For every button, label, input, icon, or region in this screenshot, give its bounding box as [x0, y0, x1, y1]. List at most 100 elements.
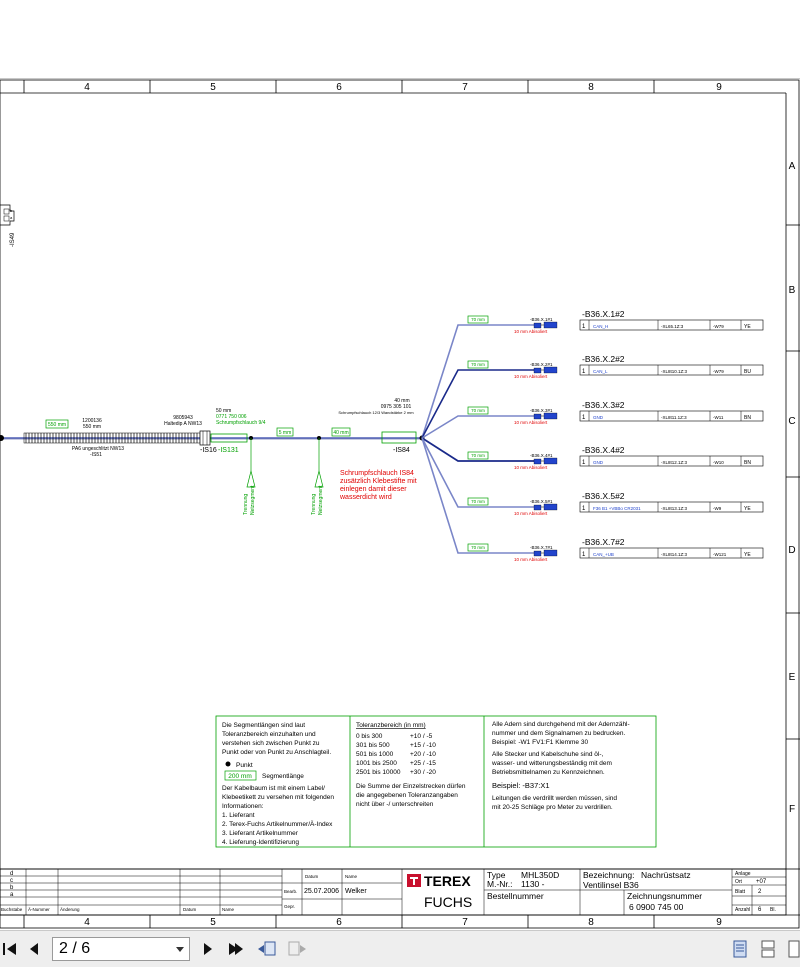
segment-length-box: 40 mm [333, 430, 348, 436]
svg-text:Betriebsmittelnamen zu Kennzei: Betriebsmittelnamen zu Kennzeichnen. [492, 769, 605, 776]
first-page-button[interactable] [0, 939, 20, 959]
strip-length-note: 10 mm Abisoliert [514, 511, 548, 516]
strip-length-note: 10 mm Abisoliert [514, 420, 548, 425]
terminal-ref: -XL8t12.1Z:3 [661, 460, 688, 465]
go-back-view-button[interactable] [256, 939, 276, 959]
terminal-shape [543, 366, 558, 374]
signal-name: F36 B1 +VBBo CR2031 [593, 506, 641, 511]
svg-text:TEREX: TEREX [424, 873, 471, 889]
single-page-view-button[interactable] [730, 939, 750, 959]
strip-length-note: 10 mm Abisoliert [514, 465, 548, 470]
svg-text:Nachrüstsatz: Nachrüstsatz [641, 870, 691, 880]
svg-text:4. Lieferung-Identifizierung: 4. Lieferung-Identifizierung [222, 839, 299, 846]
column-label: 7 [462, 82, 468, 93]
branch-1: 70 mm-B36.X.1#110 mm Abisoliert-B36.X.1#… [467, 309, 764, 334]
wire-color: YE [744, 552, 751, 558]
svg-text:Bezeichnung:: Bezeichnung: [583, 870, 635, 880]
svg-text:Toleranzbereich einzuhalten un: Toleranzbereich einzuhalten und [222, 731, 316, 738]
last-page-button[interactable] [226, 939, 246, 959]
terminal-shape [533, 504, 542, 511]
notes-right: Alle Adern sind durchgehend mit der Ader… [491, 721, 630, 811]
main-harness [0, 430, 425, 488]
terminal-shape [533, 322, 542, 329]
wire-ref: -W79 [713, 369, 724, 374]
terminal-ref: -XL8t10.1Z:3 [661, 369, 688, 374]
branch-length: 70 mm [471, 317, 485, 322]
wire-color: BN [744, 415, 751, 421]
svg-text:Segmentlänge: Segmentlänge [262, 773, 304, 780]
branch-wires [421, 324, 534, 554]
column-label: 6 [336, 82, 342, 93]
facing-view-button[interactable] [784, 939, 800, 959]
connector-label: -IS16 [200, 447, 217, 454]
column-label: 8 [588, 82, 594, 93]
svg-text:Beispiel: -B37:X1: Beispiel: -B37:X1 [492, 781, 550, 790]
svg-text:mit 20-25 Schläge pro Meter zu: mit 20-25 Schläge pro Meter zu verdrille… [492, 804, 613, 811]
branch-4: 70 mm-B36.X.4#110 mm Abisoliert-B36.X.4#… [467, 445, 764, 470]
svg-text:Bl.: Bl. [770, 907, 776, 913]
terminal-shape [543, 457, 558, 465]
svg-text:verstehen sich zwischen Punkt: verstehen sich zwischen Punkt zu [222, 740, 320, 747]
strip-length-note: 10 mm Abisoliert [514, 374, 548, 379]
title-block: d c b a Buchstabe Ä-Nummer Änderung Datu… [0, 868, 800, 916]
wire-ref: -W121 [713, 552, 727, 557]
signal-name: CAN_+UB [593, 552, 614, 557]
svg-text:Zeichnungsnummer: Zeichnungsnummer [627, 891, 702, 901]
svg-text:c: c [10, 878, 13, 884]
part-description: Haltedip A NW13 [164, 421, 202, 427]
viewer-toolbar: 2 / 6 [0, 930, 800, 967]
branch-5: 70 mm-B36.X.5#110 mm Abisoliert-B36.X.5#… [467, 491, 764, 516]
drawing-sheet: 4 5 6 7 8 9 A B C D E F b a -IS49 [0, 79, 800, 929]
outer-frame [0, 79, 800, 929]
svg-text:301 bis 500: 301 bis 500 [356, 742, 390, 749]
svg-text:6: 6 [758, 907, 762, 913]
part-number: 1200136 [82, 418, 102, 424]
branch-6: 70 mm-B36.X.7#110 mm Abisoliert-B36.X.7#… [467, 537, 764, 562]
branch-length: 70 mm [471, 408, 485, 413]
column-label: 8 [588, 917, 594, 928]
chevron-down-icon [176, 947, 184, 952]
wire-ref: -W10 [713, 460, 724, 465]
left-connector-stub: b a -IS49 [0, 204, 16, 247]
row-label: E [789, 672, 796, 683]
strip-length-note: 10 mm Abisoliert [514, 329, 548, 334]
terminal-ref: -XL8t11.1Z:3 [661, 415, 687, 420]
signal-name: GND [593, 415, 604, 420]
part-description-green: Schrumpfschlauch 9/4 [216, 420, 266, 426]
connector-title: -B36.X.3#2 [582, 400, 625, 410]
segment-length: 40 mm [394, 398, 409, 404]
next-page-button[interactable] [198, 939, 218, 959]
go-forward-view-button[interactable] [286, 939, 306, 959]
terminal-ref: -XL8t14.1Z:3 [661, 552, 688, 557]
pin-number: 1 [582, 460, 586, 466]
svg-text:Punkt oder von Punkt zu Anschl: Punkt oder von Punkt zu Anschlagteil. [222, 749, 331, 756]
previous-page-button[interactable] [24, 939, 44, 959]
svg-text:Name: Name [345, 874, 358, 879]
svg-text:Type: Type [487, 870, 506, 880]
svg-text:Gepr.: Gepr. [284, 904, 295, 909]
first-page-icon [3, 943, 16, 955]
svg-text:b: b [10, 885, 14, 891]
strip-length-note: 10 mm Abisoliert [514, 557, 548, 562]
continuous-view-button[interactable] [758, 939, 778, 959]
page-select[interactable]: 2 / 6 [52, 937, 190, 961]
svg-text:2501 bis 10000: 2501 bis 10000 [356, 769, 401, 776]
row-label: B [789, 285, 796, 296]
svg-text:Trennung: Trennung [311, 494, 317, 515]
row-label: D [788, 545, 795, 556]
svg-text:Datum: Datum [183, 907, 197, 912]
connector-label: -B36.X.7#1 [530, 545, 553, 550]
connector-label-green: -IS131 [218, 447, 239, 454]
row-label: C [788, 416, 795, 427]
tube-label: -IS51 [90, 452, 102, 458]
tolerance-table: Toleranzbereich (in mm) 0 bis 300+10 / -… [356, 722, 466, 808]
svg-text:Die Segmentlängen sind laut: Die Segmentlängen sind laut [222, 722, 305, 729]
column-label: 5 [210, 917, 216, 928]
svg-text:+07: +07 [756, 879, 767, 885]
svg-text:+20 / -10: +20 / -10 [410, 751, 436, 758]
column-label: 6 [336, 917, 342, 928]
connector-title: -B36.X.2#2 [582, 354, 625, 364]
branch-3: 70 mm-B36.X.3#110 mm Abisoliert-B36.X.3#… [467, 400, 764, 425]
column-label: 5 [210, 82, 216, 93]
next-page-icon [204, 943, 212, 955]
